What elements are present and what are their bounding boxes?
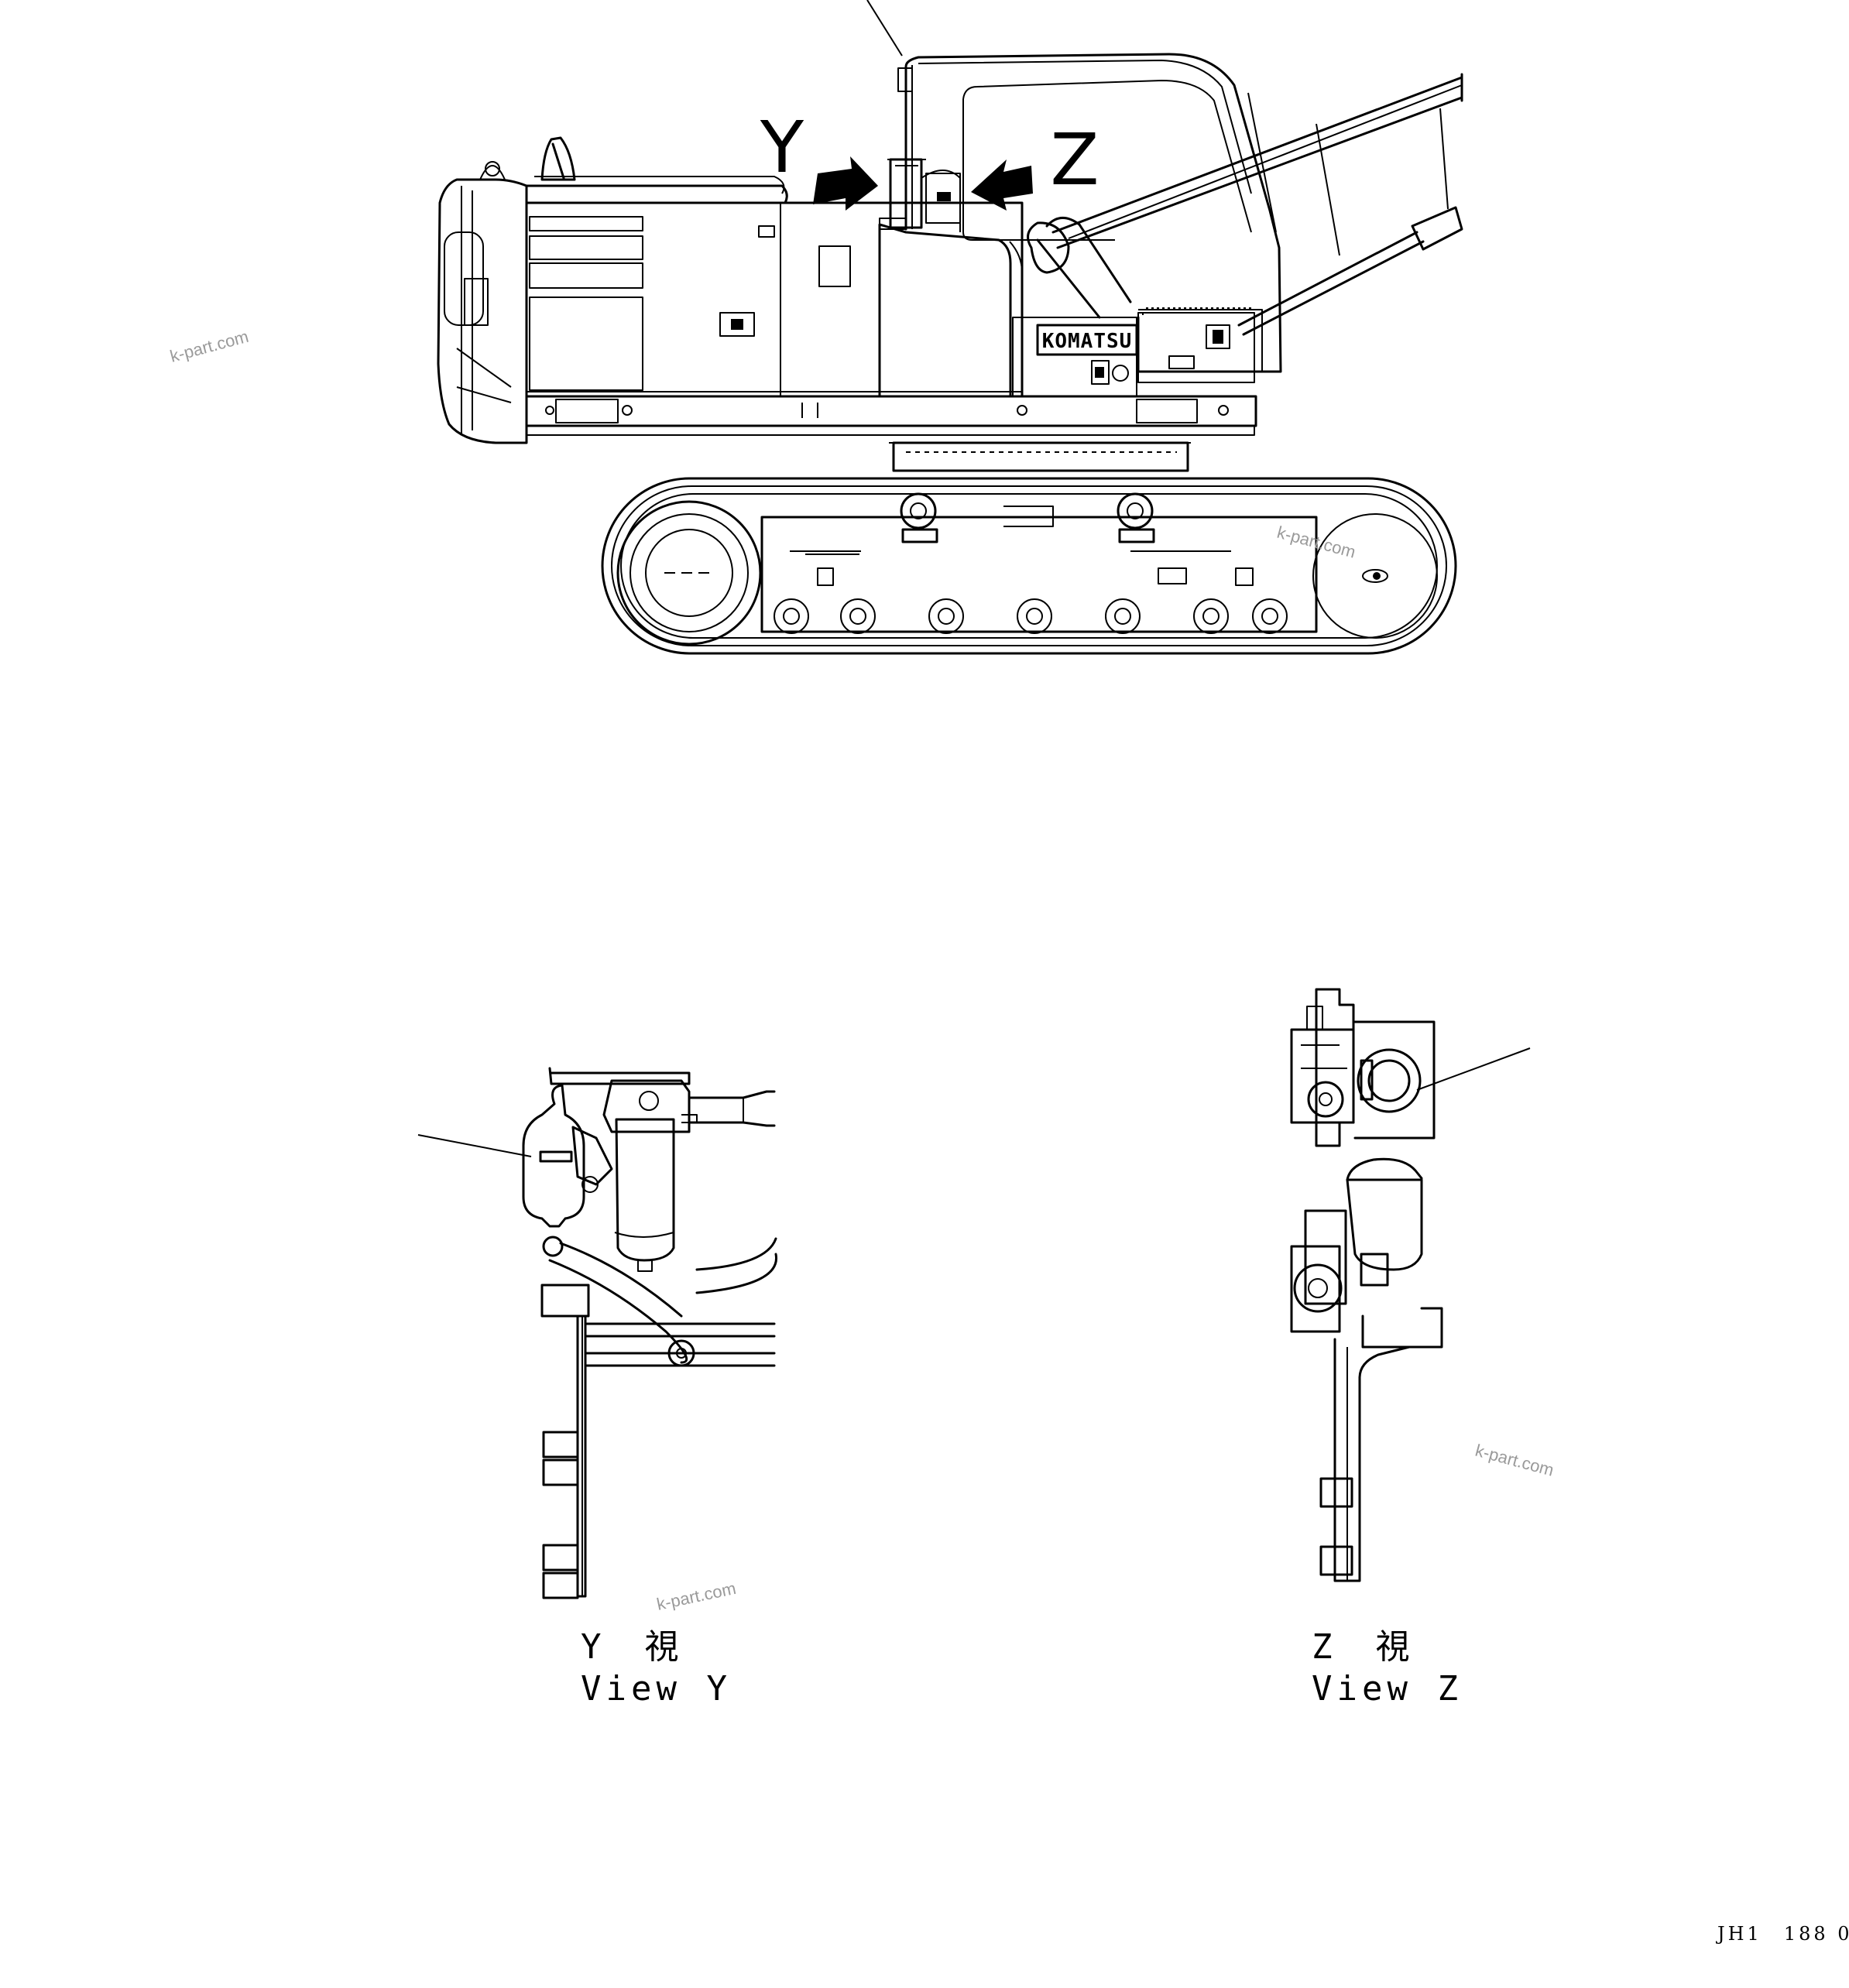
engine-hood <box>525 184 788 204</box>
view-y-arrow <box>813 156 878 211</box>
watermark: k-part.com <box>168 327 251 366</box>
counterweight <box>437 178 528 444</box>
watermark: k-part.com <box>1473 1441 1556 1480</box>
view-y-callout: Y <box>760 106 804 189</box>
drive-sprocket <box>616 500 762 646</box>
carrier-roller <box>900 492 938 543</box>
deck-rail <box>525 395 1257 427</box>
excavator-side-view: KOMATSU <box>437 0 1463 655</box>
filter-mount-area <box>879 158 961 232</box>
view-z-arrow <box>971 159 1033 211</box>
view-y-detail <box>417 1067 778 1599</box>
swing-circle <box>892 441 1189 472</box>
boom-cylinder <box>1237 231 1425 336</box>
view-y-caption: View Y <box>581 1669 732 1709</box>
accumulator <box>522 1084 585 1228</box>
watermark: k-part.com <box>655 1578 738 1614</box>
drawing-code: JH1 188 05 <box>1715 1923 1849 1945</box>
view-z-caption-kanji: Z 視 <box>1312 1627 1415 1667</box>
komatsu-plate <box>1036 324 1138 356</box>
exhaust-stack <box>540 136 576 181</box>
carrier-roller <box>1117 492 1155 543</box>
filter-canister <box>615 1118 675 1262</box>
caution-label <box>539 1150 573 1163</box>
view-z-callout: Z <box>1050 118 1099 201</box>
track-rollers <box>774 598 1288 634</box>
brand-plate-text: KOMATSU <box>1042 330 1133 353</box>
view-z-caption: View Z <box>1312 1669 1463 1709</box>
boom <box>1051 73 1463 249</box>
operator-cab <box>904 53 1282 373</box>
antenna <box>866 0 903 57</box>
track-frame <box>760 516 1318 633</box>
track-outer <box>601 477 1457 655</box>
view-y-caption-kanji: Y 視 <box>581 1627 684 1667</box>
view-z-detail <box>1290 988 1531 1582</box>
